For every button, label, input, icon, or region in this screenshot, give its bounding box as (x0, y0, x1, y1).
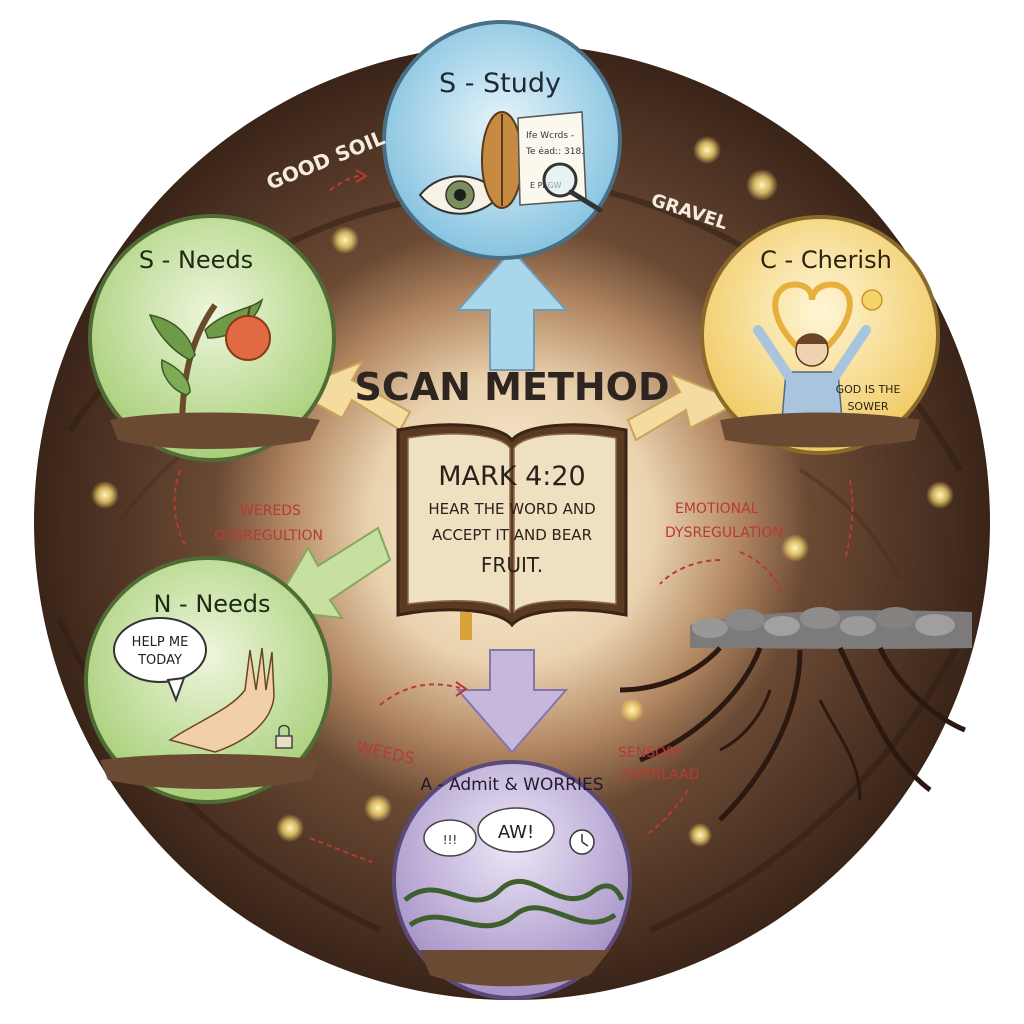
node-admit-title: A - Admit & WORRIES (420, 775, 603, 795)
label-emotional-2: DYSREGULATION (665, 525, 783, 541)
scripture-line-2: ACCEPT IT AND BEAR (432, 526, 592, 544)
flow-arrows (270, 248, 743, 754)
label-sensory-1: SENSORY (618, 745, 684, 761)
thorns-icon (403, 878, 625, 987)
arrow-to-admit (455, 649, 569, 754)
gravel-and-roots (619, 607, 972, 822)
sun-icon (861, 289, 883, 311)
worry-cloud-small: !!! (423, 819, 477, 857)
scripture-reference: MARK 4:20 (438, 461, 585, 492)
reaching-hand-icon (168, 647, 275, 753)
node-n-needs: N - Needs HELP ME TODAY (84, 556, 332, 804)
bible-book: MARK 4:20 HEAR THE WORD AND ACCEPT IT AN… (396, 423, 628, 640)
lock-icon (275, 724, 293, 749)
child-figure (753, 325, 871, 421)
scripture-line-1: HEAR THE WORD AND (428, 500, 595, 518)
node-study: S - Study Ife Wcrds - Te éad:: 318. E PE… (382, 20, 622, 260)
node-cherish-title: C - Cherish (760, 246, 892, 274)
arrow-to-study (455, 248, 569, 371)
arrow-to-cherish (626, 372, 743, 442)
worry-bubble-a: !!! (443, 833, 457, 847)
heart-icon (772, 281, 853, 364)
alarm-clock-icon (569, 829, 595, 855)
label-emotional-1: EMOTIONAL (675, 501, 759, 517)
label-weeds-top-1: WEREDS (240, 503, 301, 519)
speech-bubble: HELP ME TODAY (113, 617, 207, 703)
bubble-line-2: TODAY (137, 653, 182, 668)
scripture-line-3: FRUIT. (481, 553, 543, 577)
node-admit: A - Admit & WORRIES !!! AW! (392, 760, 632, 1000)
magnifier-icon (542, 162, 603, 213)
worry-cloud-large: AW! (477, 807, 555, 853)
node-cherish: C - Cherish GOD IS THE SOWER (700, 215, 940, 455)
eye-icon (418, 175, 502, 215)
cherish-caption-1: GOD IS THE (836, 383, 901, 396)
node-s-needs: S - Needs (88, 214, 336, 462)
diagram-title: SCAN METHOD (354, 365, 669, 409)
arrow-to-n-needs (270, 526, 392, 620)
node-study-title: S - Study (439, 68, 561, 99)
apple-icon (225, 305, 271, 361)
paper-line-2: Te éad:: 318. (525, 146, 584, 157)
paper-line-1: Ife Wcrds - (526, 131, 574, 141)
label-sensory-2: OVERLAAD (622, 767, 699, 783)
bubble-line-1: HELP ME (132, 635, 189, 650)
label-weeds-top-2: OVSREGULTION (214, 528, 323, 544)
node-s-needs-title: S - Needs (139, 246, 253, 274)
cherish-caption-2: SOWER (847, 400, 888, 413)
worry-bubble-b: AW! (498, 822, 534, 843)
seed-icon (481, 111, 523, 209)
node-n-needs-title: N - Needs (153, 590, 270, 618)
